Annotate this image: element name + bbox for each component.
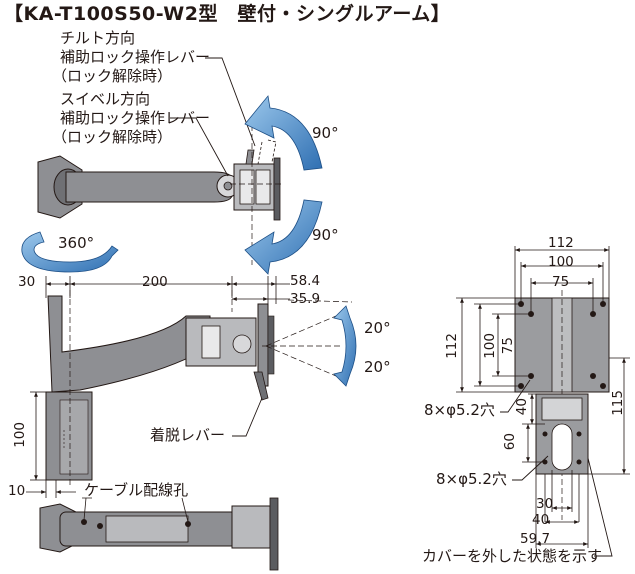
side-view bbox=[45, 290, 357, 488]
dim-plate-w-100: 100 bbox=[548, 254, 574, 270]
hole-upper-leader bbox=[500, 379, 531, 413]
angle-tilt-up: 90° bbox=[312, 124, 339, 142]
dim-plate-h-100: 100 bbox=[482, 333, 498, 359]
tilt-lever-leader bbox=[205, 57, 256, 147]
dim-plate-h-112: 112 bbox=[444, 333, 460, 359]
front-view bbox=[500, 290, 613, 557]
dim-mount-60: 60 bbox=[502, 433, 518, 451]
page-title: 【KA-T100S50-W2型 壁付・シングルアーム】 bbox=[4, 3, 451, 25]
swivel-lever-label-2: 補助ロック操作レバー bbox=[60, 109, 211, 127]
tilt-up-arrow bbox=[244, 95, 323, 171]
dim-base-10: 10 bbox=[8, 483, 26, 499]
dim-mount-115: 115 bbox=[610, 390, 626, 416]
dim-base-100: 100 bbox=[12, 422, 28, 448]
cable-hole-leader bbox=[82, 497, 189, 523]
dim-plate-w-75: 75 bbox=[552, 274, 570, 290]
angle-tilt-down: 90° bbox=[312, 226, 339, 244]
bottom-view-cable-hole-right bbox=[185, 521, 191, 527]
tilt-lever-label-3: （ロック解除時） bbox=[52, 67, 173, 85]
rotation-arrow bbox=[21, 231, 119, 273]
dim-mount-30: 30 bbox=[536, 496, 554, 512]
swivel-lever-label-1: スイベル方向 bbox=[60, 90, 151, 108]
cable-hole-label: ケーブル配線孔 bbox=[84, 481, 189, 499]
dim-mount-40-side: 40 bbox=[514, 398, 530, 416]
tilt-lever-label-2: 補助ロック操作レバー bbox=[60, 48, 211, 66]
plate-tilt-arrow bbox=[333, 305, 357, 387]
dim-arm-30: 30 bbox=[18, 274, 36, 290]
cover-note: カバーを外した状態を示す bbox=[422, 547, 603, 565]
bottom-view-head bbox=[231, 505, 271, 549]
side-view-arm bbox=[47, 295, 211, 393]
hole-lower-label: 8×φ5.2穴 bbox=[436, 470, 507, 488]
swivel-lever-leader bbox=[170, 117, 229, 177]
bottom-view-cable-hole-left bbox=[81, 519, 87, 525]
angle-plate-up: 20° bbox=[364, 319, 391, 337]
bottom-view bbox=[39, 497, 279, 571]
dim-plate-w-112: 112 bbox=[548, 235, 574, 251]
dim-plate-h-75: 75 bbox=[500, 337, 516, 355]
side-view-release-lever bbox=[253, 371, 269, 401]
side-view-dimensions bbox=[26, 276, 290, 498]
dim-arm-58-4: 58.4 bbox=[290, 273, 321, 289]
swivel-lever-label-3: （ロック解除時） bbox=[52, 128, 173, 146]
dim-arm-35-9: 35.9 bbox=[290, 291, 321, 307]
top-view-tilt-lever bbox=[245, 149, 255, 165]
tilt-lever-label-1: チルト方向 bbox=[60, 29, 136, 47]
top-view-tilt-lever-dashed bbox=[257, 141, 263, 165]
cover-note-leader bbox=[587, 457, 613, 557]
dim-mount-40: 40 bbox=[532, 512, 550, 528]
release-lever-label: 着脱レバー bbox=[150, 426, 226, 444]
angle-plate-down: 20° bbox=[364, 358, 391, 376]
angle-rotation: 360° bbox=[58, 234, 95, 252]
release-lever-leader bbox=[232, 397, 263, 437]
top-view-arm bbox=[65, 171, 233, 203]
front-view-dimensions bbox=[456, 246, 630, 548]
top-view bbox=[21, 57, 323, 275]
dim-mount-59-7: 59.7 bbox=[520, 531, 551, 547]
tilt-down-arrow bbox=[244, 199, 323, 275]
top-view-plate bbox=[273, 157, 281, 221]
hole-upper-label: 8×φ5.2穴 bbox=[424, 401, 495, 419]
dim-arm-200: 200 bbox=[142, 274, 168, 290]
hole-lower-leader bbox=[512, 455, 549, 481]
